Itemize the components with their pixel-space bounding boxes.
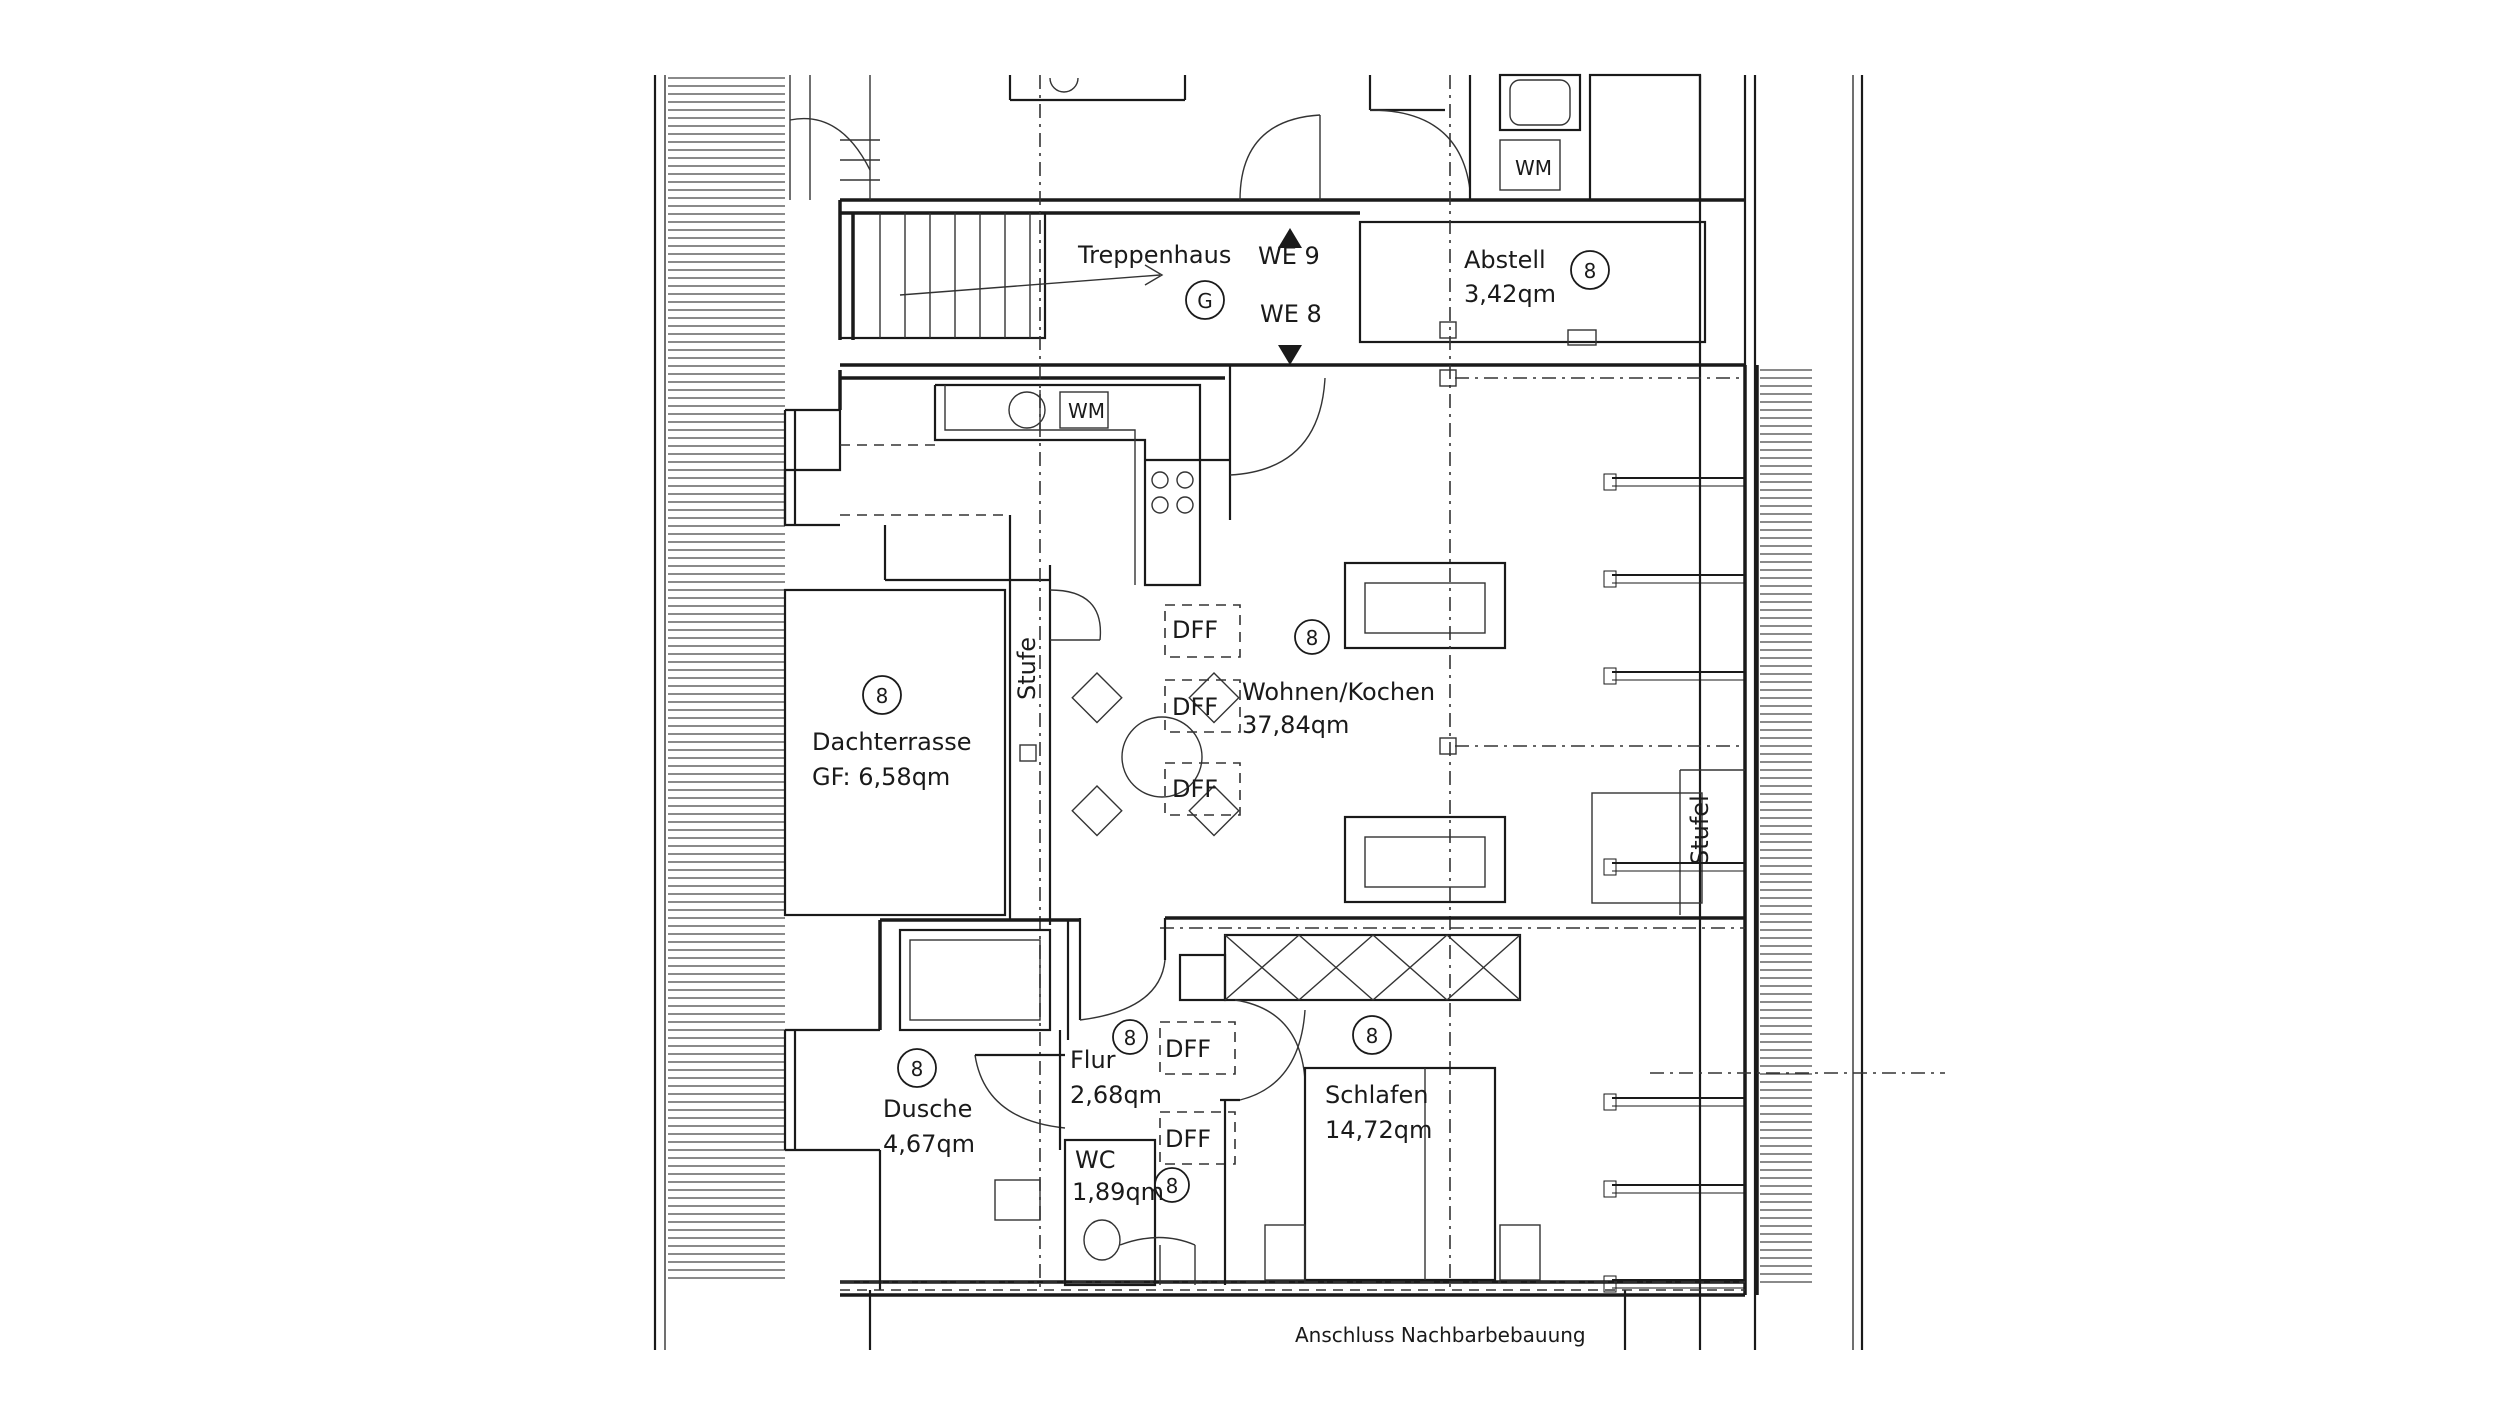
roof-hatching-left: [668, 77, 785, 1279]
unit-mark-dusche-text: 8: [911, 1057, 924, 1081]
unit-mark-dusche: [897, 1048, 937, 1088]
dff-label-1: DFF: [1172, 616, 1218, 644]
unit-mark-wohnen-text: 8: [1306, 626, 1319, 650]
we8-label: WE 8: [1260, 300, 1322, 328]
unit-mark-flur-text: 8: [1124, 1026, 1137, 1050]
dff-label-4: DFF: [1165, 1035, 1211, 1063]
wm-label-kitchen: WM: [1068, 399, 1105, 423]
up-arrow-icon: [1278, 228, 1302, 248]
beam-end: [1603, 473, 1617, 491]
abstell-area: 3,42qm: [1464, 280, 1556, 308]
down-arrow-icon: [1278, 345, 1302, 365]
kitchen-counter: [933, 365, 1326, 587]
abstell-name: Abstell: [1464, 246, 1546, 274]
stairwell: [789, 73, 1707, 346]
schlafen-area: 14,72qm: [1325, 1116, 1432, 1144]
roof-hatching-right: [1760, 369, 1812, 1283]
stufe-label: Stufe: [1013, 637, 1041, 700]
dachterrasse-name: Dachterrasse: [812, 728, 972, 756]
beam-end: [1603, 1275, 1617, 1293]
unit-mark-schlafen-text: 8: [1366, 1024, 1379, 1048]
unit-mark-wohnen: [1294, 619, 1330, 655]
beam-end: [1603, 1093, 1617, 1111]
wm-label-top: WM: [1515, 156, 1552, 180]
unit-mark-abstell-text: 8: [1584, 259, 1597, 283]
unit-mark-wc-text: 8: [1166, 1174, 1179, 1198]
unit-mark-treppenhaus: [1185, 280, 1225, 320]
treppenhaus-mark: G: [1197, 289, 1213, 313]
dusche-area: 4,67qm: [883, 1130, 975, 1158]
living-furniture: [840, 75, 1945, 1293]
dusche-name: Dusche: [883, 1095, 972, 1123]
beam-end: [1603, 570, 1617, 588]
dff-label-2: DFF: [1172, 693, 1218, 721]
left-structures: [783, 408, 1102, 925]
unit-mark-dachterrasse: [862, 675, 902, 715]
unit-marks: 8 G 8 8 8 8 8 8: [862, 228, 1610, 1203]
dff-label-5: DFF: [1165, 1125, 1211, 1153]
footer-label: Anschluss Nachbarbebauung: [1295, 1323, 1586, 1347]
dachterrasse-area: GF: 6,58qm: [812, 763, 950, 791]
beam-end: [1603, 858, 1617, 876]
dff-label-3: DFF: [1172, 775, 1218, 803]
room-labels: Treppenhaus WE 9 WE 8 Abstell 3,42qm WM …: [812, 156, 1714, 1347]
unit-mark-schlafen: [1352, 1015, 1392, 1055]
wohnen-area: 37,84qm: [1242, 711, 1349, 739]
unit-mark-wc: [1154, 1167, 1190, 1203]
we9-label: WE 9: [1258, 242, 1320, 270]
schlafen-name: Schlafen: [1325, 1081, 1428, 1109]
flur-area: 2,68qm: [1070, 1081, 1162, 1109]
flur-name: Flur: [1070, 1046, 1116, 1074]
unit-mark-dachterrasse-text: 8: [876, 684, 889, 708]
unit-mark-flur: [1112, 1019, 1148, 1055]
beam-end: [1603, 667, 1617, 685]
stufe-label-right: Stufel: [1686, 795, 1714, 865]
lower-rooms: [783, 916, 1745, 1291]
unit-mark-abstell: [1570, 250, 1610, 290]
treppenhaus-label: Treppenhaus: [1077, 241, 1231, 269]
beam-end: [1603, 1180, 1617, 1198]
wohnen-name: Wohnen/Kochen: [1242, 678, 1435, 706]
wc-name: WC: [1075, 1146, 1116, 1174]
wc-area: 1,89qm: [1072, 1178, 1164, 1206]
